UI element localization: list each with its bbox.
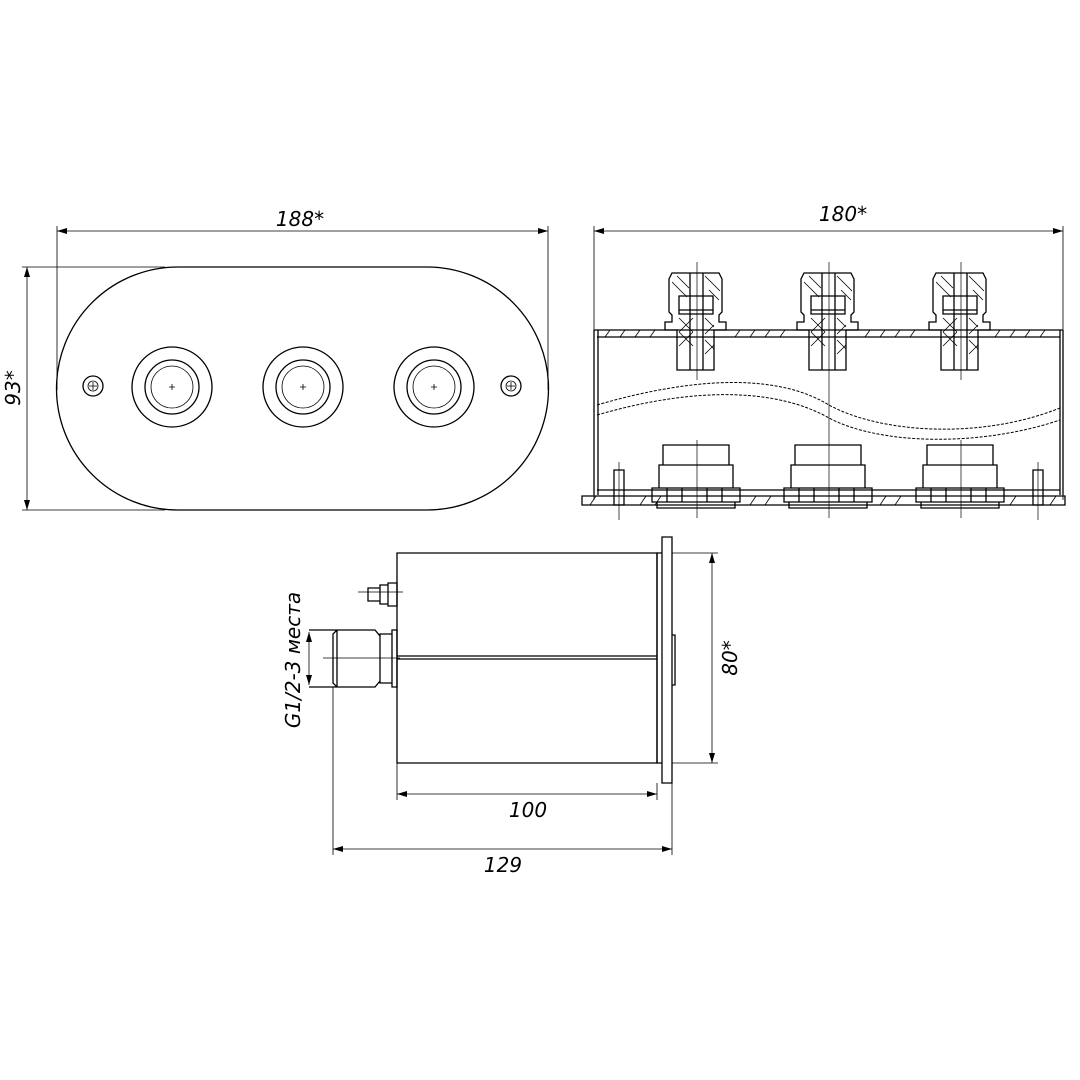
fitting-1	[664, 262, 727, 380]
dim-label-100: 100	[509, 798, 547, 822]
dim-label-93: 93*	[1, 370, 25, 405]
dim-width-188: 188*	[56, 207, 549, 390]
inlet-fitting	[309, 629, 400, 688]
dim-label-188: 188*	[276, 207, 324, 231]
bottom-plate	[581, 462, 1066, 520]
bottom-nozzles	[651, 440, 1005, 518]
fitting-2	[796, 262, 859, 518]
front-body-outline	[55, 266, 550, 511]
dim-label-180: 180*	[819, 202, 867, 226]
terminal-bolt	[358, 582, 403, 607]
break-lines	[596, 382, 1061, 440]
side-section-view: 180*	[581, 202, 1066, 520]
dim-height-93: 93*	[1, 266, 165, 511]
front-view: 188* 93*	[1, 207, 550, 511]
flange	[656, 536, 676, 784]
nozzle-3	[393, 346, 475, 428]
dim-label-129: 129	[484, 853, 522, 877]
housing-walls	[593, 330, 1064, 495]
fitting-3	[928, 262, 991, 380]
top-plate	[594, 329, 1063, 338]
nozzle-1	[131, 346, 213, 428]
fittings	[664, 262, 991, 518]
top-plate-hatch	[604, 329, 1046, 338]
seam	[397, 655, 657, 660]
bottom-view: G1/2-3 места 80* 100 129	[281, 536, 742, 877]
body	[396, 552, 658, 764]
dim-thread: G1/2-3 места	[281, 592, 312, 728]
dim-height-80: 80*	[672, 552, 742, 764]
screw-left	[82, 375, 104, 397]
nozzle-2	[262, 346, 344, 428]
thread-note: G1/2-3 места	[281, 592, 305, 728]
screw-right	[500, 375, 522, 397]
dim-label-80: 80*	[718, 640, 742, 675]
dim-length-100: 100	[396, 763, 658, 822]
dim-length-129: 129	[332, 687, 673, 877]
